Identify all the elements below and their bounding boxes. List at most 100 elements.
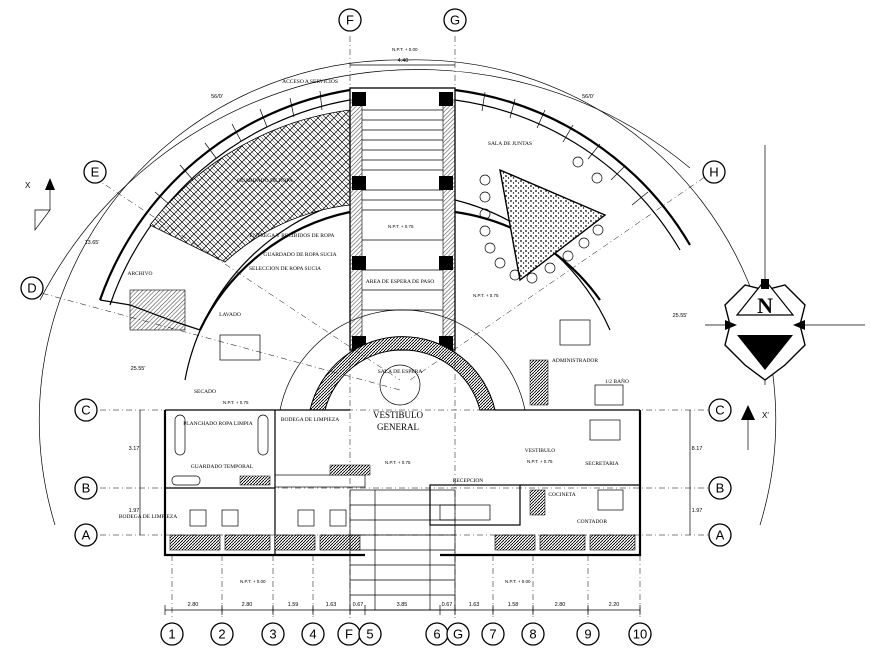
svg-text:B: B bbox=[716, 481, 725, 496]
dim-left-h2: 1.97 bbox=[129, 508, 140, 514]
grid-bubble-bottom-1: 1 bbox=[160, 622, 184, 646]
outer-dimension-arcs bbox=[39, 59, 777, 526]
dim-b8: 1.63 bbox=[469, 602, 480, 608]
grid-bubble-bottom-2: 2 bbox=[210, 622, 234, 646]
level-out-right: N.P.T. + 0.00 bbox=[505, 579, 531, 584]
svg-text:A: A bbox=[82, 528, 91, 543]
grid-bubble-bottom-9: 9 bbox=[576, 622, 600, 646]
svg-text:E: E bbox=[91, 165, 100, 180]
bottom-dimension-line bbox=[139, 64, 691, 615]
grid-bubble-bottom-3: 3 bbox=[261, 622, 285, 646]
dim-b10: 2.80 bbox=[555, 602, 566, 608]
grid-bubble-left-a: A bbox=[74, 523, 98, 547]
grid-bubble-bottom-6: 6 bbox=[425, 622, 449, 646]
meeting-room-garden bbox=[479, 156, 607, 284]
entrance-stairs bbox=[349, 489, 456, 611]
svg-text:D: D bbox=[27, 281, 36, 296]
svg-text:1: 1 bbox=[168, 627, 175, 642]
svg-text:5: 5 bbox=[366, 627, 373, 642]
central-corridor bbox=[349, 87, 456, 351]
dim-right-h2: 1.97 bbox=[692, 508, 703, 514]
axis-arrows: X X' bbox=[25, 178, 769, 450]
label-drying: SECADO bbox=[194, 389, 216, 395]
compass-north-label: N bbox=[757, 293, 773, 318]
room-labels: ACCESO A SERVICIOS SALA DE JUNTAS ENTREG… bbox=[119, 79, 629, 525]
level-center: N.P.T. + 0.75 bbox=[385, 460, 411, 465]
label-waiting-room: SALA DE ESPERA bbox=[378, 369, 423, 375]
svg-text:F: F bbox=[345, 627, 353, 642]
level-right-vest: N.P.T. + 0.75 bbox=[527, 459, 553, 464]
dim-b5: 0.67 bbox=[353, 602, 364, 608]
label-toilet: 1/2 BAÑO bbox=[605, 377, 629, 385]
label-dirty-select: SELECCION DE ROPA SUCIA bbox=[249, 266, 321, 272]
dim-b3: 1.59 bbox=[288, 602, 299, 608]
svg-text:3: 3 bbox=[269, 627, 276, 642]
label-laundry: LAVADO bbox=[219, 312, 241, 318]
axis-x-left: X bbox=[25, 181, 31, 190]
grid-bubble-bottom-g: G bbox=[446, 622, 470, 646]
grid-bubble-top-g: G bbox=[443, 8, 467, 32]
label-cleaning-1: BODEGA DE LIMPIEZA bbox=[281, 417, 339, 423]
svg-text:7: 7 bbox=[489, 627, 496, 642]
label-vestibule: VESTIBULO bbox=[525, 448, 556, 454]
label-cleaning-2: BODEGA DE LIMPIEZA bbox=[119, 514, 177, 520]
svg-text:G: G bbox=[453, 627, 463, 642]
dimension-texts: 2.80 2.80 1.59 1.63 0.67 3.85 0.67 1.63 … bbox=[85, 58, 703, 608]
label-lobby-1: VESTIBULO bbox=[373, 410, 423, 420]
grid-bubble-left-c: C bbox=[74, 398, 98, 422]
label-service-access: ACCESO A SERVICIOS bbox=[282, 79, 338, 85]
svg-text:10: 10 bbox=[633, 627, 647, 642]
dim-right-h1: 8.17 bbox=[692, 446, 703, 452]
label-accountant: CONTADOR bbox=[577, 519, 607, 525]
label-ironing: PLANCHADO ROPA LIMPIA bbox=[183, 421, 253, 427]
grid-bubbles: F G C B A C B A E D H 1 2 3 4 F 5 6 G 7 … bbox=[20, 8, 732, 646]
dim-b9: 1.58 bbox=[508, 602, 519, 608]
svg-text:A: A bbox=[716, 528, 725, 543]
planters bbox=[169, 534, 636, 551]
grid-bubble-diag-d: D bbox=[20, 276, 44, 300]
grid-bubble-right-a: A bbox=[708, 523, 732, 547]
svg-text:B: B bbox=[82, 481, 91, 496]
grid-bubble-bottom-5: 5 bbox=[358, 622, 382, 646]
dim-left-h1: 3.17 bbox=[129, 446, 140, 452]
level-left-dry: N.P.T. + 0.75 bbox=[223, 400, 249, 405]
label-secretary: SECRETARIA bbox=[585, 461, 619, 467]
svg-text:9: 9 bbox=[584, 627, 591, 642]
label-meeting-room: SALA DE JUNTAS bbox=[488, 141, 532, 147]
dim-arc-left: 56/0' bbox=[211, 94, 223, 100]
grid-bubble-right-b: B bbox=[708, 476, 732, 500]
dim-arc-right: 56/0' bbox=[582, 94, 594, 100]
label-dirty-storage: GUARDADO DE ROPA SUCIA bbox=[263, 252, 336, 258]
dim-b7: 0.67 bbox=[442, 602, 453, 608]
label-administrator: ADMINISTRADOR bbox=[552, 358, 598, 364]
dim-b6: 3.85 bbox=[397, 602, 408, 608]
label-kitchenette: COCINETA bbox=[548, 492, 575, 498]
svg-text:C: C bbox=[81, 403, 90, 418]
dim-b4: 1.63 bbox=[326, 602, 337, 608]
dim-b2: 2.80 bbox=[242, 602, 253, 608]
grid-bubble-bottom-7: 7 bbox=[481, 622, 505, 646]
svg-text:H: H bbox=[709, 165, 718, 180]
grid-bubble-bottom-10: 10 bbox=[628, 622, 652, 646]
label-guard-top: GUARDADO DE ROPA bbox=[237, 178, 293, 184]
grid-bubble-top-f: F bbox=[338, 8, 362, 32]
svg-text:4: 4 bbox=[309, 627, 316, 642]
label-temp-storage: GUARDADO TEMPORAL bbox=[191, 464, 254, 470]
svg-text:2: 2 bbox=[218, 627, 225, 642]
grid-bubble-bottom-f: F bbox=[337, 622, 361, 646]
radial-columns bbox=[154, 90, 649, 206]
north-compass-icon: N bbox=[705, 145, 865, 385]
level-out-left: N.P.T. + 0.00 bbox=[240, 579, 266, 584]
label-delivery-reception: ENTREGA Y RECIBIDOS DE ROPA bbox=[250, 233, 335, 239]
grid-bubble-diag-h: H bbox=[702, 160, 726, 184]
svg-text:F: F bbox=[346, 13, 354, 28]
level-markers: N.P.T. + 0.00 N.P.T. + 0.75 N.P.T. + 0.7… bbox=[223, 47, 553, 584]
right-wing bbox=[429, 319, 642, 557]
level-top: N.P.T. + 0.00 bbox=[392, 47, 418, 52]
grid-bubble-bottom-8: 8 bbox=[521, 622, 545, 646]
svg-text:8: 8 bbox=[529, 627, 536, 642]
grid-bubble-right-c: C bbox=[708, 398, 732, 422]
level-hall-1: N.P.T. + 0.75 bbox=[388, 224, 414, 229]
dim-radius-right: 25.55' bbox=[673, 313, 688, 319]
